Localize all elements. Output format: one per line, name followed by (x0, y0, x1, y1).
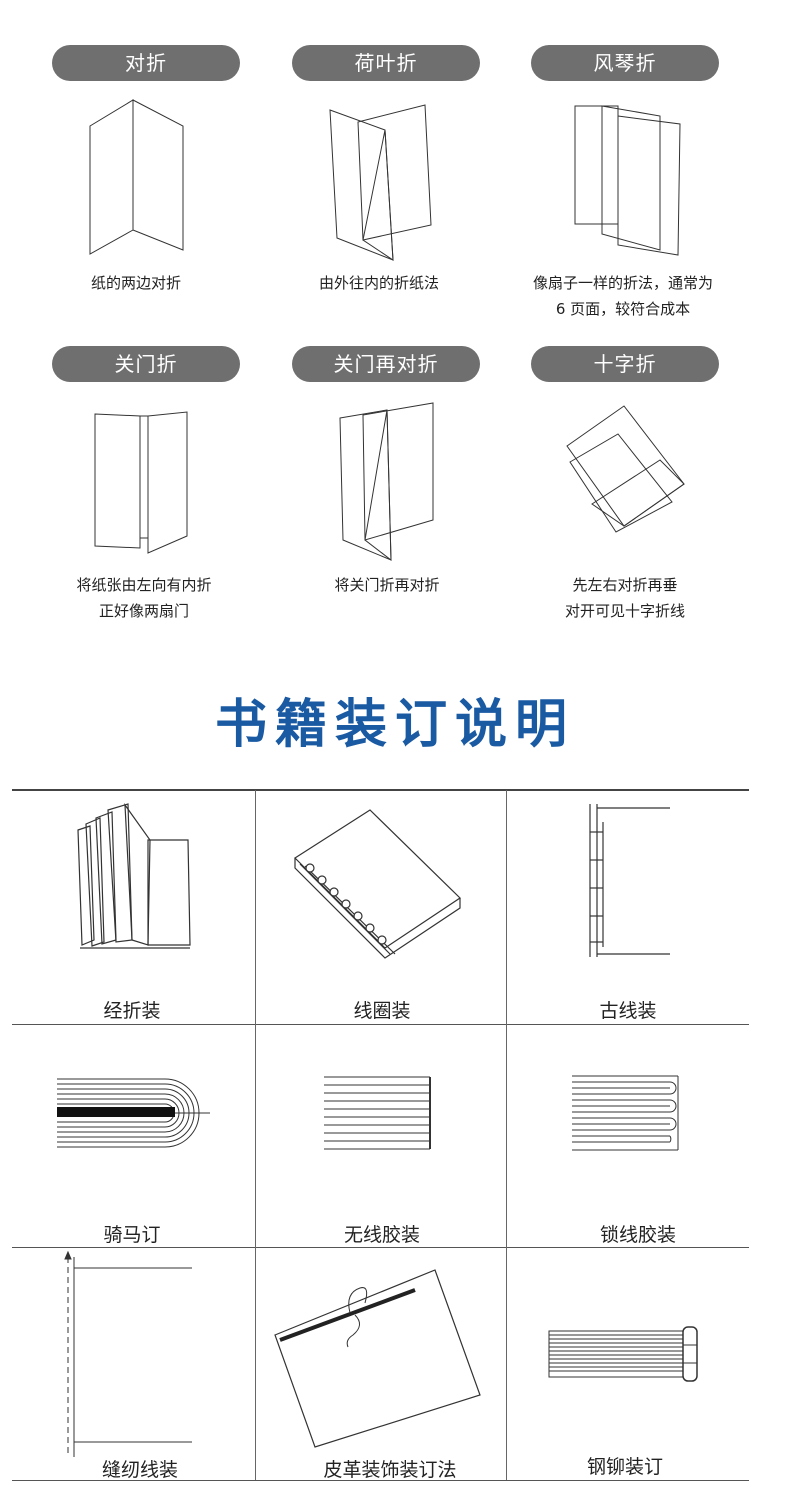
perfect-binding-illustration (324, 1076, 431, 1150)
gate-fold-illustration (94, 411, 188, 554)
lotus-fold-illustration (329, 104, 432, 261)
leather-decorative-binding-illustration (274, 1269, 481, 1448)
binding-label-spiral: 线圈装 (353, 1000, 411, 1022)
accordion-binding-illustration (77, 802, 191, 949)
sewing-thread-binding-illustration (64, 1250, 192, 1457)
fold-title-cross: 十字折 (531, 346, 719, 382)
binding-label-traditional-thread: 古线装 (599, 1000, 657, 1022)
fold-title-half: 对折 (52, 45, 240, 81)
cross-fold-illustration (566, 405, 685, 533)
fold-caption-lotus: 由外往内的折纸法 (318, 274, 439, 292)
binding-label-perfect: 无线胶装 (343, 1224, 420, 1246)
binding-label-leather-decorative: 皮革装饰装订法 (323, 1459, 457, 1481)
grid-line-col1 (255, 790, 256, 1480)
fold-caption-accordion: 像扇子一样的折法，通常为 6 页面，较符合成本 (532, 274, 713, 318)
fold-title-gate: 关门折 (52, 346, 240, 382)
fold-caption-gate: 将纸张由左向有内折 正好像两扇门 (76, 576, 212, 620)
grid-line-bottom (12, 1480, 749, 1481)
fold-title-accordion: 风琴折 (531, 45, 719, 81)
binding-label-sewing-thread: 缝纫线装 (101, 1459, 178, 1481)
double-gate-fold-illustration (339, 402, 434, 562)
binding-label-steel-rivet: 钢铆装订 (586, 1456, 663, 1478)
binding-label-sewn-perfect: 锁线胶装 (599, 1224, 676, 1246)
saddle-stitch-illustration (57, 1078, 210, 1148)
fold-caption-double-gate: 将关门折再对折 (334, 576, 440, 594)
grid-line-row2 (12, 1247, 749, 1248)
fold-title-double-gate: 关门再对折 (292, 346, 480, 382)
accordion-fold-illustration (574, 105, 681, 256)
spiral-binding-illustration (294, 809, 461, 959)
half-fold-illustration (89, 99, 184, 255)
grid-line-top (12, 789, 749, 791)
fold-title-lotus: 荷叶折 (292, 45, 480, 81)
sewn-perfect-binding-illustration (572, 1075, 679, 1151)
grid-line-row1 (12, 1024, 749, 1025)
binding-label-saddle-stitch: 骑马订 (103, 1224, 161, 1246)
fold-caption-half: 纸的两边对折 (90, 274, 181, 292)
binding-label-accordion: 经折装 (103, 1000, 161, 1022)
traditional-thread-binding-illustration (589, 804, 670, 957)
fold-caption-cross: 先左右对折再垂 对开可见十字折线 (564, 576, 685, 620)
section-title: 书籍装订说明 (214, 695, 575, 755)
grid-line-col2 (506, 790, 507, 1480)
steel-rivet-binding-illustration (548, 1326, 698, 1382)
